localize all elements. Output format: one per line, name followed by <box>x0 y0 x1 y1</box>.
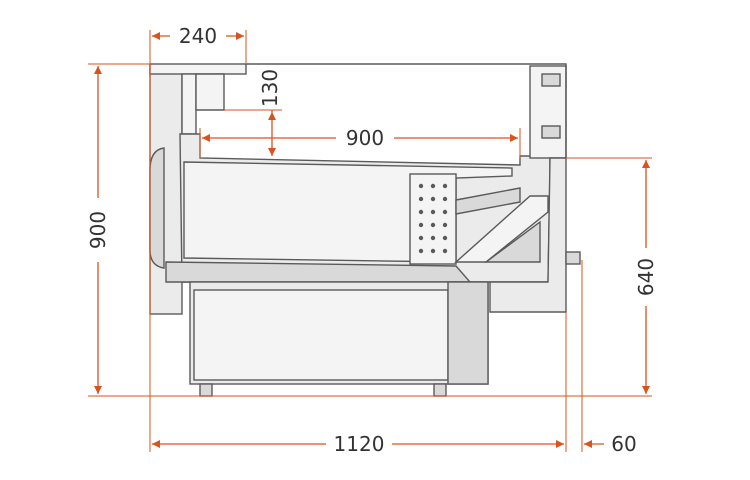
arrow-130-top <box>268 112 276 120</box>
perforation-hole <box>418 222 424 228</box>
glass-top <box>246 63 567 158</box>
arrow-60-left <box>584 440 592 448</box>
upper-shelf <box>195 73 225 111</box>
arrow-240-right <box>236 32 244 40</box>
strut-triangle <box>483 220 541 263</box>
arrow-900-left <box>202 134 210 142</box>
arrow-240-left <box>152 32 160 40</box>
arrow-130-bottom <box>268 148 276 156</box>
label-1120: 1120 <box>334 432 385 456</box>
strut-brace <box>454 195 549 263</box>
arrow-900-right <box>510 134 518 142</box>
top-cap <box>149 63 247 75</box>
front-column-slot-bottom <box>541 125 561 139</box>
perforation-hole <box>442 183 448 189</box>
perforation-hole <box>430 248 436 254</box>
perforation-holes <box>418 183 448 254</box>
perforation-hole <box>418 248 424 254</box>
perforation-hole <box>430 209 436 215</box>
left-foot <box>199 383 213 397</box>
front-column-slot-top <box>541 73 561 87</box>
label-240: 240 <box>179 24 217 48</box>
arrow-900v-bottom <box>94 386 102 394</box>
perforation-hole <box>430 196 436 202</box>
diagonal-strut <box>455 187 521 215</box>
perforation-hole <box>442 222 448 228</box>
perforation-hole <box>442 248 448 254</box>
arrow-640-bottom <box>642 386 650 394</box>
perforation-hole <box>418 196 424 202</box>
perforation-hole <box>442 209 448 215</box>
perforation-hole <box>430 183 436 189</box>
dimension-labels: 240 900 130 900 640 1120 60 <box>86 24 658 456</box>
cabinet-body <box>149 63 581 397</box>
tub-floor <box>165 261 472 283</box>
label-60: 60 <box>611 432 636 456</box>
label-900-total: 900 <box>86 211 110 249</box>
label-640: 640 <box>634 258 658 296</box>
perforation-hole <box>442 196 448 202</box>
lower-base-inner <box>193 289 449 381</box>
dimension-lines <box>88 30 652 452</box>
perforation-hole <box>430 235 436 241</box>
perforation-hole <box>418 209 424 215</box>
right-foot <box>433 383 447 397</box>
label-900-inner: 900 <box>346 126 384 150</box>
rear-column <box>181 73 197 135</box>
lower-door <box>447 281 489 385</box>
side-handle <box>565 251 581 265</box>
arrow-1120-right <box>556 440 564 448</box>
arrow-640-top <box>642 160 650 168</box>
perforation-hole <box>442 235 448 241</box>
arrow-900v-top <box>94 66 102 74</box>
left-bump <box>149 147 165 269</box>
label-130: 130 <box>258 69 282 107</box>
arrow-1120-left <box>152 440 160 448</box>
perforation-hole <box>418 183 424 189</box>
perforation-hole <box>430 222 436 228</box>
perforation-hole <box>418 235 424 241</box>
